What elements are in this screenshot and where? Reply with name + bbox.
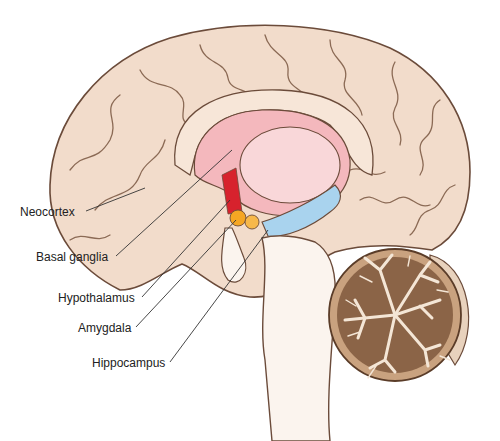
red-structure	[222, 168, 242, 214]
hippocampus-structure	[262, 185, 340, 236]
leader-line	[86, 188, 145, 211]
structure-label: Hippocampus	[92, 356, 165, 370]
amygdala-structure	[245, 215, 259, 229]
gyri	[70, 35, 455, 240]
structure-label: Amygdala	[78, 321, 131, 335]
leader-line	[170, 230, 268, 362]
leader-line	[142, 200, 230, 297]
structure-label: Basal ganglia	[36, 250, 108, 264]
leader-line	[116, 150, 232, 256]
brainstem	[262, 236, 335, 441]
structure-label: Hypothalamus	[58, 291, 135, 305]
pituitary	[222, 228, 246, 282]
cerebellum	[329, 249, 469, 381]
structure-label: Neocortex	[20, 205, 75, 219]
leader-line	[136, 220, 236, 327]
